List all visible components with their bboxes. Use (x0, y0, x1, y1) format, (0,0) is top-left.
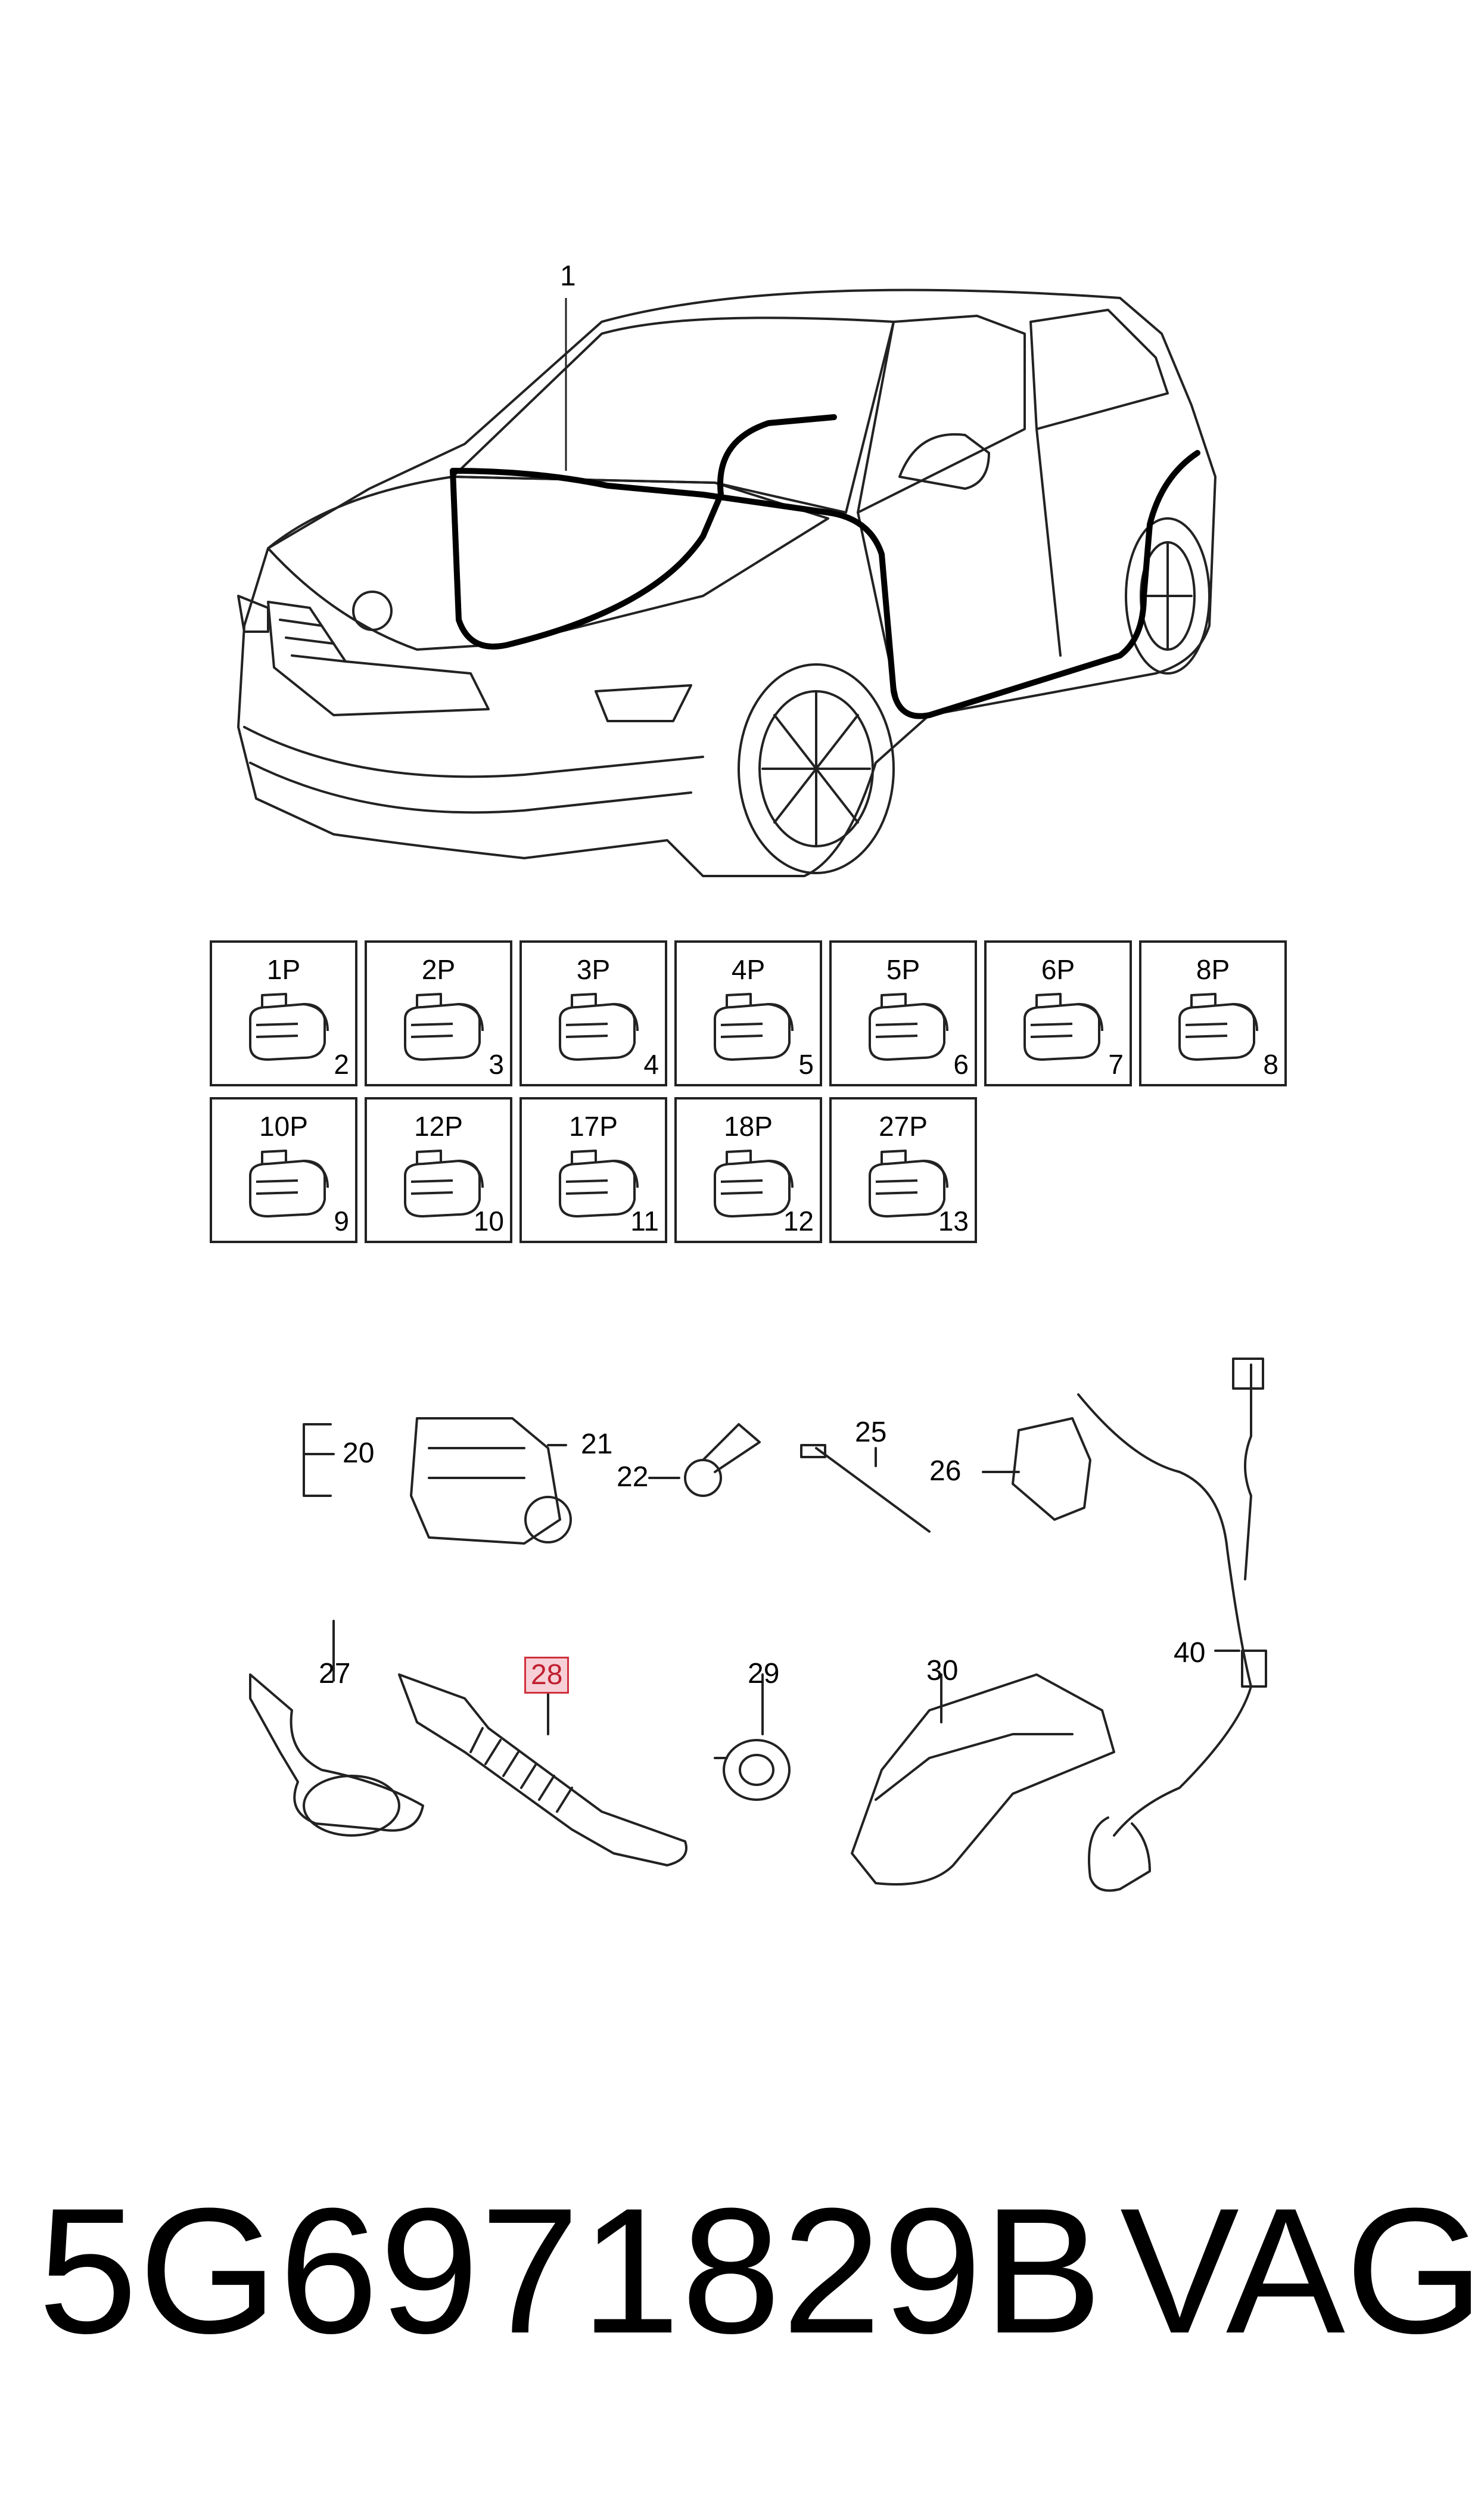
connector-plug-icon (714, 993, 794, 1061)
callout-22: 22 (617, 1461, 649, 1493)
connector-index: 6 (953, 1049, 969, 1080)
car-illustration (237, 288, 1217, 877)
connector-pin-count: 17P (569, 1111, 618, 1142)
connector-plug-icon (1023, 993, 1103, 1061)
connector-index: 11 (630, 1206, 659, 1237)
connector-cell: 17P 11 (519, 1097, 667, 1243)
connector-cell: 8P 8 (1139, 940, 1287, 1086)
connector-index: 4 (643, 1049, 659, 1080)
connector-index: 12 (783, 1206, 814, 1237)
connector-plug-icon (249, 993, 329, 1061)
connector-index: 9 (334, 1206, 349, 1237)
connector-cell: 18P 12 (674, 1097, 822, 1243)
callout-29: 29 (748, 1658, 780, 1689)
connector-pin-count: 5P (886, 954, 920, 985)
connector-plug-icon (404, 1150, 484, 1217)
connector-cell: 1P 2 (210, 940, 357, 1086)
callout-harness: 1 (560, 260, 576, 292)
parts-illustration (249, 1358, 1267, 1892)
connector-pin-count: 2P (421, 954, 456, 985)
callout-30: 30 (926, 1655, 959, 1686)
connector-cell: 27P 13 (829, 1097, 977, 1243)
connector-index: 13 (938, 1206, 969, 1237)
callout-40: 40 (1174, 1637, 1206, 1669)
connector-grid: 1P 2 2P 3 3P 4 4P 5 5P 6 6P 7 8P 8 10P 9 12P 10 17P 11 18P 12… (210, 940, 1287, 1244)
part-20-bracket (303, 1423, 332, 1497)
callout-20: 20 (343, 1437, 375, 1469)
connector-pin-count: 10P (259, 1111, 308, 1142)
callout-27: 27 (319, 1658, 351, 1689)
connector-pin-count: 4P (731, 954, 766, 985)
part-21-housing (410, 1417, 561, 1545)
connector-index: 3 (489, 1049, 504, 1080)
part-26-clip (1012, 1417, 1091, 1521)
connector-pin-count: 6P (1041, 954, 1075, 985)
part-number: 5G6971829B (38, 2170, 1104, 2371)
connector-plug-icon (1178, 993, 1258, 1061)
connector-cell: 2P 3 (365, 940, 512, 1086)
connector-cell: 6P 7 (984, 940, 1132, 1086)
connector-pin-count: 12P (414, 1111, 463, 1142)
connector-index: 2 (334, 1049, 349, 1080)
connector-cell: 4P 5 (674, 940, 822, 1086)
connector-cell: 5P 6 (829, 940, 977, 1086)
connector-plug-icon (559, 1150, 639, 1217)
connector-index: 10 (473, 1206, 504, 1237)
connector-plug-icon (714, 1150, 794, 1217)
part-25-cable-tie (815, 1447, 931, 1533)
connector-pin-count: 8P (1196, 954, 1230, 985)
connector-plug-icon (869, 993, 948, 1061)
connector-pin-count: 18P (724, 1111, 773, 1142)
callout-28-highlighted[interactable]: 28 (524, 1657, 570, 1694)
brand-name: VAG (1120, 2170, 1484, 2371)
connector-plug-icon (404, 993, 484, 1061)
connector-pin-count: 3P (576, 954, 611, 985)
part-28-corrugated-tube (398, 1673, 687, 1866)
callout-21: 21 (581, 1428, 613, 1460)
connector-cell: 3P 4 (519, 940, 667, 1086)
connector-pin-count: 27P (879, 1111, 928, 1142)
connector-pin-count: 1P (266, 954, 301, 985)
callout-26: 26 (929, 1455, 962, 1487)
connector-index: 5 (798, 1049, 814, 1080)
connector-cell: 12P 10 (365, 1097, 512, 1243)
callout-25: 25 (855, 1417, 887, 1448)
part-27-grommet (249, 1673, 424, 1832)
connector-index: 8 (1263, 1049, 1278, 1080)
connector-plug-icon (869, 1150, 948, 1217)
connector-cell: 10P 9 (210, 1097, 357, 1243)
part-29-plug (723, 1739, 791, 1801)
connector-plug-icon (249, 1150, 329, 1217)
part-22-ring-terminal (684, 1459, 722, 1497)
connector-plug-icon (559, 993, 639, 1061)
part-30-tray (851, 1673, 1115, 1886)
part-40-sensor-cable (1077, 1393, 1252, 1837)
connector-index: 7 (1108, 1049, 1124, 1080)
